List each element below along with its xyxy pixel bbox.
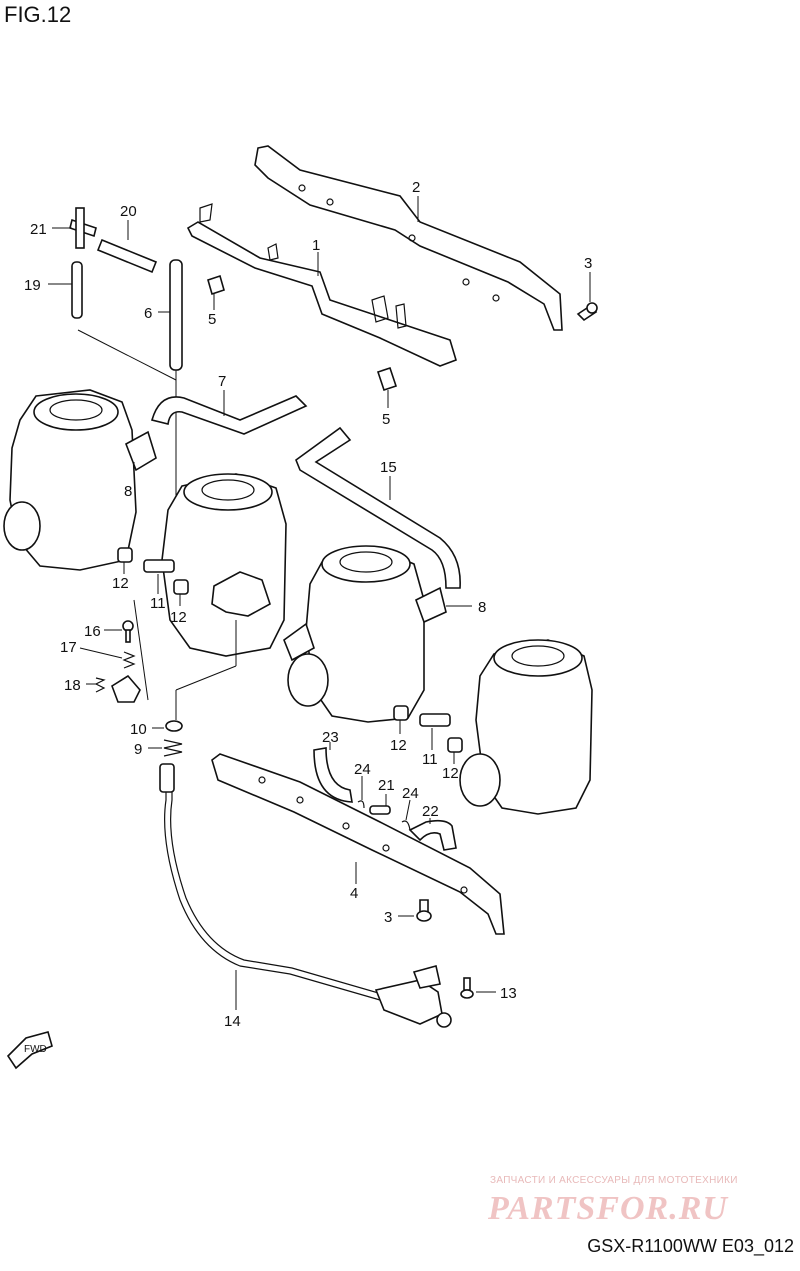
part-plate-18 [94,674,141,703]
callout-24-left: 24 [354,761,371,778]
callout-5-upper: 5 [208,311,216,328]
part-fittings-right [393,705,463,753]
part-clip-upper [207,274,225,296]
callout-3-upper: 3 [584,255,592,272]
callout-12-c: 12 [390,737,407,754]
callout-23: 23 [322,729,339,746]
callout-10: 10 [130,721,147,738]
part-clip-middle [376,366,398,392]
part-fitting-21 [69,207,97,249]
part-bracket-lower [211,753,505,935]
callout-3-lower: 3 [384,909,392,926]
watermark-brand: PARTSFOR.RU [488,1190,728,1227]
callout-layer: 1 2 3 3 4 5 5 6 7 8 8 9 10 [24,179,592,1030]
fwd-arrow-icon: FWD [6,1031,53,1070]
callout-5-middle: 5 [382,411,390,428]
part-carburetor-1 [3,389,157,571]
figure-title: FIG.12 [4,2,72,27]
callout-12-b: 12 [170,609,187,626]
part-carburetor-4 [459,639,593,815]
callout-6: 6 [144,305,152,322]
callout-8-right: 8 [478,599,486,616]
fwd-label: FWD [24,1044,47,1055]
part-spring-17 [122,651,136,669]
callout-9: 9 [134,741,142,758]
part-fitting-21-lower [369,805,391,815]
callout-22: 22 [422,803,439,820]
part-clip-24 [357,800,411,831]
part-washer-10 [165,720,183,732]
callout-16: 16 [84,623,101,640]
callout-24-right: 24 [402,785,419,802]
part-hose-20 [96,238,158,274]
part-hose-22 [408,819,457,851]
callout-1: 1 [312,237,320,254]
part-bracket-rod [186,203,457,367]
callout-21-lower: 21 [378,777,395,794]
part-spring-9 [163,739,183,757]
part-carburetor-2 [161,473,287,657]
part-hose-15 [295,426,461,589]
callout-7: 7 [218,373,226,390]
figure-code: GSX-R1100WW E03_012 [587,1236,794,1256]
callout-14: 14 [224,1013,241,1030]
callout-13: 13 [500,985,517,1002]
callout-11-right: 11 [422,751,438,768]
part-bolt-lower [416,899,432,922]
callout-19: 19 [24,277,41,294]
callout-12-a: 12 [112,575,129,592]
callout-21-upper: 21 [30,221,47,238]
part-hose-23 [313,747,353,803]
part-pipe-6 [169,259,183,500]
part-carburetor-3 [283,545,447,723]
part-bracket-upper [254,145,563,331]
callout-4: 4 [350,885,358,902]
part-bolt-upper [576,302,598,322]
callout-8-left: 8 [124,483,132,500]
part-screw-13 [460,977,474,999]
part-hose-7 [151,395,308,435]
part-fittings-left [117,547,189,595]
part-cable-14 [159,763,452,1028]
callout-18: 18 [64,677,81,694]
callout-2: 2 [412,179,420,196]
watermark-tagline: ЗАПЧАСТИ И АКСЕССУАРЫ ДЛЯ МОТОТЕХНИКИ [490,1175,738,1186]
callout-17: 17 [60,639,77,656]
callout-11-left: 11 [150,595,166,612]
part-hose-19 [71,261,83,319]
callout-15: 15 [380,459,397,476]
callout-12-d: 12 [442,765,459,782]
callout-20: 20 [120,203,137,220]
part-screw-16 [122,620,134,643]
